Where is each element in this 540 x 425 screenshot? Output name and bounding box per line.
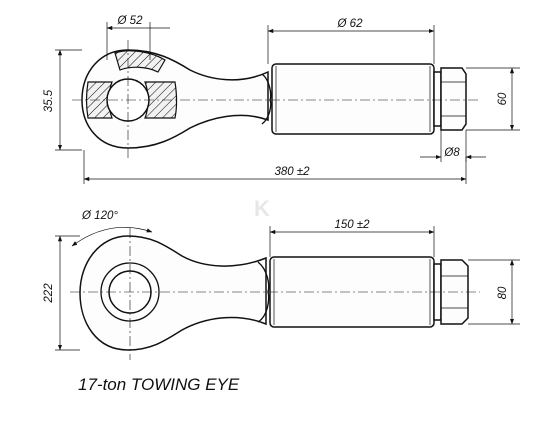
dim-nut-width: Ø8 xyxy=(443,147,460,159)
dim-thread-size-bottom: 80 xyxy=(497,286,509,299)
top-view: Ø 52 Ø 62 35.5 60 Ø8 380 ±2 xyxy=(43,15,520,184)
dim-thread-size-top: 60 xyxy=(497,92,509,105)
dim-eye-height: 35.5 xyxy=(43,89,55,112)
svg-text:K: K xyxy=(254,196,270,221)
dim-eye-outer: 222 xyxy=(43,283,55,304)
watermark-logo: K xyxy=(254,196,270,221)
top-shank xyxy=(271,63,435,135)
dim-thread-length: 150 ±2 xyxy=(334,219,370,231)
drawing-title: 17-ton TOWING EYE xyxy=(78,375,240,394)
dim-overall-length: 380 ±2 xyxy=(274,166,310,178)
dim-shank-diameter: Ø 62 xyxy=(337,18,364,30)
dim-eye-bore: Ø 52 xyxy=(117,15,144,27)
top-eye-section-top xyxy=(114,50,166,73)
bottom-view: Ø 120° 222 150 ±2 80 xyxy=(43,210,520,360)
dim-eye-angle: Ø 120° xyxy=(81,210,118,222)
top-nut xyxy=(440,67,467,131)
